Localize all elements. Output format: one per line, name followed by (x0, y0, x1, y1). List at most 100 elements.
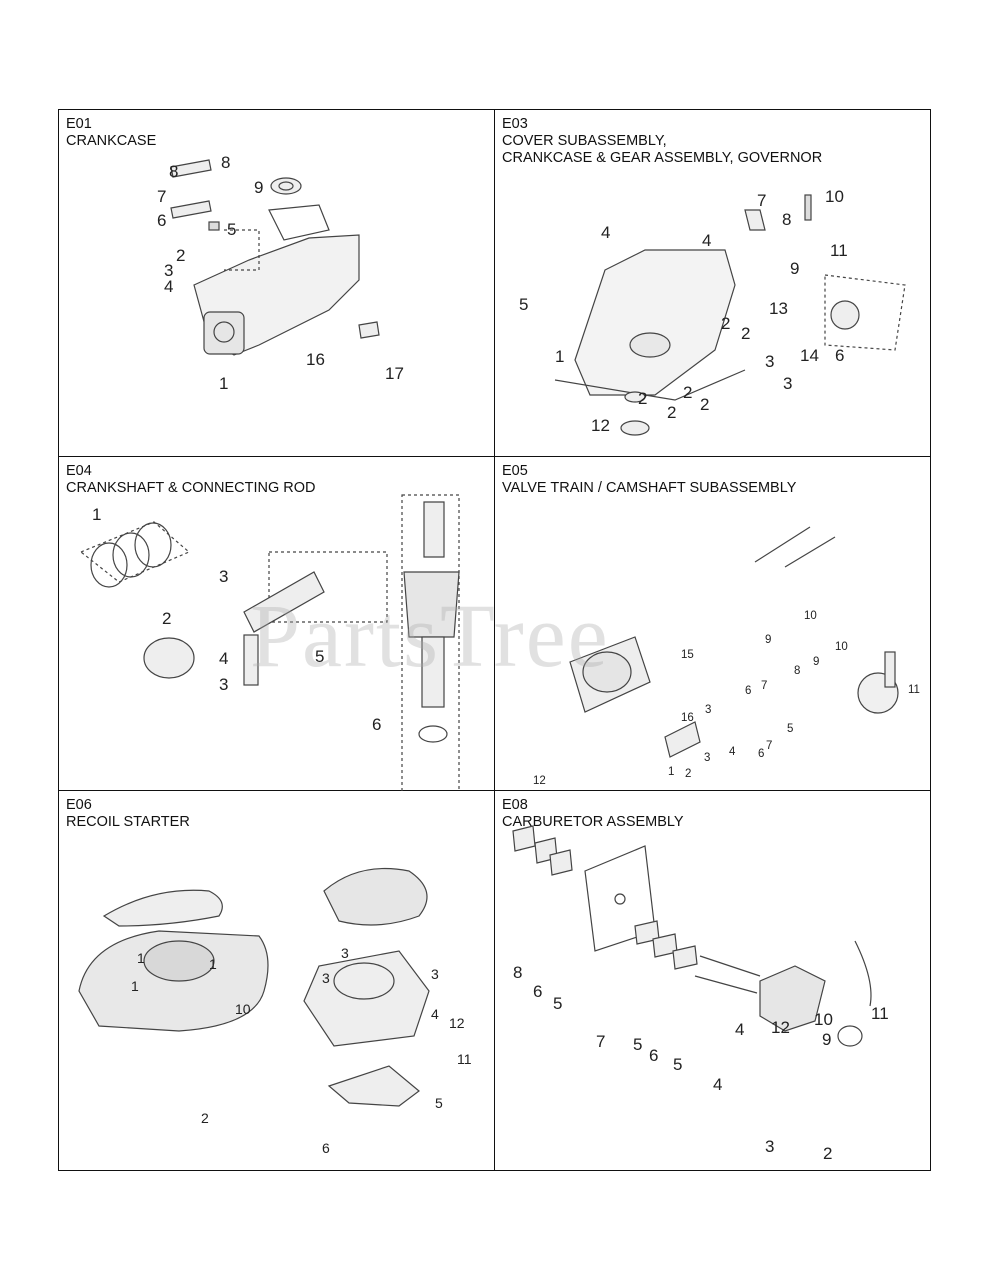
label: 1 (92, 505, 101, 524)
section-code: E05 (502, 463, 528, 479)
label: 10 (814, 1010, 833, 1029)
section-e05-valve-train: E05 VALVE TRAIN / CAMSHAFT SUBASSEMBLY 1… (495, 457, 930, 791)
label: 12 (591, 416, 610, 435)
label: 6 (758, 748, 764, 760)
section-code: E06 (66, 797, 92, 813)
label: 3 (219, 567, 228, 586)
label: 4 (713, 1075, 722, 1094)
label: 2 (667, 403, 676, 422)
label: 3 (704, 752, 710, 764)
label: 7 (761, 680, 767, 692)
section-code: E01 (66, 116, 92, 132)
label: 10 (835, 641, 848, 653)
label: 9 (765, 634, 771, 646)
label: 10 (804, 610, 817, 622)
label: 1 (137, 950, 145, 966)
label: 6 (322, 1140, 330, 1156)
section-title: CRANKSHAFT & CONNECTING ROD (66, 480, 316, 496)
label: 3 (765, 1137, 774, 1156)
label: 1 (131, 978, 139, 994)
label: 2 (201, 1110, 209, 1126)
label: 9 (254, 178, 263, 197)
label: 1 (219, 374, 228, 393)
label: 6 (533, 982, 542, 1001)
label: 2 (162, 609, 171, 628)
label: 9 (813, 656, 819, 668)
label: 4 (219, 649, 228, 668)
label: 4 (735, 1020, 744, 1039)
label: 9 (822, 1030, 831, 1049)
label: 2 (685, 768, 691, 780)
label: 2 (741, 324, 750, 343)
label: 1 (668, 766, 674, 778)
label: 1 (209, 956, 217, 972)
cover-subassembly-illustration: 7 10 4 4 8 11 9 5 13 2 2 1 3 3 14 6 2 2 … (519, 187, 906, 436)
label: 5 (227, 220, 236, 239)
label: 4 (702, 231, 711, 250)
label: 7 (766, 740, 772, 752)
section-code: E03 (502, 116, 528, 132)
label: 12 (449, 1015, 465, 1031)
label: 10 (825, 187, 844, 206)
section-e04-crankshaft: E04 CRANKSHAFT & CONNECTING ROD 1 (59, 457, 495, 791)
label: 2 (176, 246, 185, 265)
label: 5 (519, 295, 528, 314)
label: 16 (681, 712, 694, 724)
crankcase-illustration: 8 8 7 6 5 9 2 3 4 16 17 1 (157, 153, 404, 393)
label: 13 (769, 299, 788, 318)
label: 8 (794, 665, 800, 677)
label: 11 (871, 1004, 889, 1023)
carburetor-illustration: 8 6 5 7 5 6 5 4 4 12 10 9 11 3 2 (512, 825, 889, 1163)
section-e08-carburetor: E08 CARBURETOR ASSEMBLY 8 6 (495, 791, 930, 1170)
label: 5 (633, 1035, 642, 1054)
section-title: VALVE TRAIN / CAMSHAFT SUBASSEMBLY (502, 480, 797, 496)
label: 16 (306, 350, 325, 369)
label: 6 (372, 715, 381, 734)
label: 3 (322, 970, 330, 986)
label: 3 (765, 352, 774, 371)
section-e01-crankcase: E01 CRANKCASE 8 8 7 6 5 (59, 110, 495, 457)
section-title: RECOIL STARTER (66, 814, 190, 830)
label: 3 (783, 374, 792, 393)
watermark-logo: PartsTree (250, 587, 610, 686)
label: 14 (800, 346, 819, 365)
label: 2 (721, 314, 730, 333)
label: 3 (705, 704, 711, 716)
label: 11 (908, 684, 920, 696)
label: 2 (638, 389, 647, 408)
label: 4 (164, 277, 173, 296)
label: 9 (790, 259, 799, 278)
label: 17 (385, 364, 404, 383)
section-title: CARBURETOR ASSEMBLY (502, 814, 684, 830)
label: 6 (649, 1046, 658, 1065)
label: 12 (533, 775, 546, 787)
parts-diagram-grid: E01 CRANKCASE 8 8 7 6 5 (58, 109, 931, 1171)
label: 12 (771, 1018, 790, 1037)
label: 15 (681, 649, 694, 661)
label: 3 (341, 945, 349, 961)
label: 8 (513, 963, 522, 982)
label: 5 (435, 1095, 443, 1111)
label: 4 (601, 223, 610, 242)
crankshaft-illustration: 1 3 2 5 4 3 6 (79, 494, 460, 791)
label: 6 (157, 211, 166, 230)
valve-train-illustration: 10 9 9 10 15 7 8 11 6 5 16 3 6 7 1 2 3 4… (533, 526, 920, 787)
section-code: E04 (66, 463, 92, 479)
label: 6 (835, 346, 844, 365)
label: 7 (757, 191, 766, 210)
section-title-line2: CRANKCASE & GEAR ASSEMBLY, GOVERNOR (502, 150, 823, 166)
label: 2 (700, 395, 709, 414)
label: 5 (553, 994, 562, 1013)
section-code: E08 (502, 797, 528, 813)
label: 11 (457, 1051, 472, 1067)
section-title: CRANKCASE (66, 133, 157, 149)
label: 2 (683, 383, 692, 402)
section-e03-cover-subassembly: E03 COVER SUBASSEMBLY, CRANKCASE & GEAR … (495, 110, 930, 457)
label: 6 (745, 685, 751, 697)
label: 10 (235, 1001, 251, 1017)
label: 7 (596, 1032, 605, 1051)
recoil-starter-illustration: 1 1 1 10 2 3 3 3 4 12 11 5 6 7 8 8 9 (78, 868, 472, 1156)
label: 8 (221, 153, 230, 172)
label: 1 (555, 347, 564, 366)
label: 3 (219, 675, 228, 694)
